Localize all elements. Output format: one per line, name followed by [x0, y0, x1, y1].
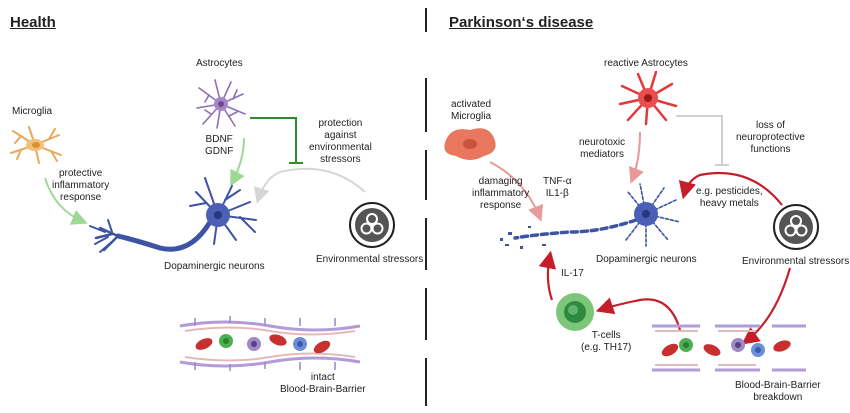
microglia-icon [10, 126, 62, 164]
pd-stressors-label: Environmental stressors [742, 256, 850, 267]
astrocyte-to-neuron-arrow [230, 137, 245, 187]
microglia-damaging-arrow [489, 161, 544, 222]
pesticides-label: e.g. pesticides, heavy metals [696, 186, 763, 209]
protection-label: protection against environmental stresso… [309, 118, 372, 165]
protective-response-label: protective inflammatory response [52, 168, 110, 203]
reactive-astrocytes-label: reactive Astrocytes [604, 58, 688, 69]
tcells-label: T-cells (e.g. TH17) [581, 330, 632, 353]
neuron-icon [89, 177, 257, 253]
microglia-icon [444, 128, 496, 160]
bbb-breakdown-label: Blood-Brain-Barrier breakdown [735, 380, 821, 403]
loss-label: loss of neuroprotective functions [736, 120, 805, 155]
health-title: Health [10, 14, 56, 31]
pd-neurons-label: Dopaminergic neurons [596, 254, 697, 265]
astrocyte-icon [618, 70, 678, 126]
astrocyte-neurotoxic-arrow [629, 131, 644, 184]
health-stressors-label: Environmental stressors [316, 254, 424, 265]
bbb-to-tcell-arrow [595, 297, 682, 331]
blood-vessel-icon [179, 316, 361, 371]
neuron-icon [500, 183, 681, 249]
t-cell-icon [556, 293, 594, 331]
health-neurons-label: Dopaminergic neurons [164, 261, 265, 272]
loss-of-function-line [676, 115, 723, 165]
stressors-to-bbb-arrow [741, 267, 792, 345]
microglia-to-neuron-arrow [44, 177, 88, 225]
il17-label: IL-17 [561, 268, 584, 279]
damaging-response-label: damaging inflammatory response [472, 176, 530, 211]
microglia-label: Microglia [12, 106, 53, 117]
intact-bbb-label: intact Blood-Brain-Barrier [280, 372, 366, 395]
astrocytes-label: Astrocytes [196, 58, 243, 69]
stressors-to-neuron-arrow [678, 171, 783, 206]
cytokines-label: TNF-α IL1-β [543, 176, 572, 199]
stressors-to-neuron-arrow [254, 167, 366, 204]
growth-factors-label: BDNF GDNF [205, 134, 234, 157]
blood-vessel-icon [652, 324, 806, 372]
astrocyte-icon [196, 79, 246, 129]
protection-inhibit-line [250, 117, 297, 163]
neurotoxic-label: neurotoxic mediators [579, 137, 626, 160]
biohazard-icon [773, 204, 819, 250]
biohazard-icon [349, 202, 395, 248]
pd-title: Parkinson‘s disease [449, 14, 594, 31]
il17-arrow [538, 250, 557, 301]
activated-microglia-label: activated Microglia [451, 99, 492, 122]
